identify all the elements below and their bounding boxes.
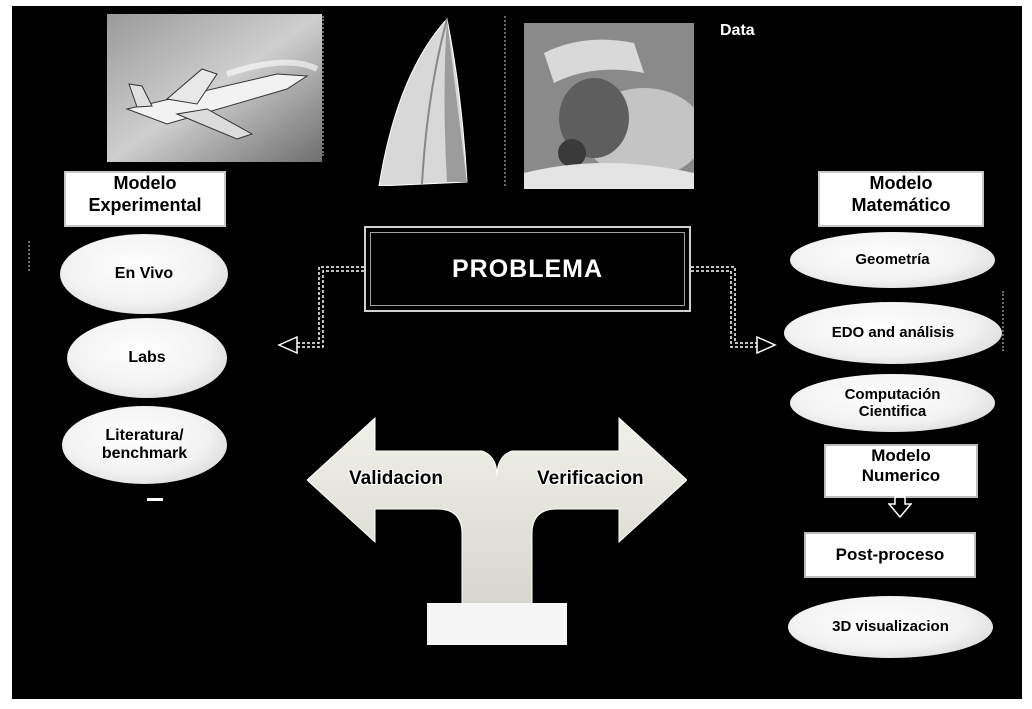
en-vivo-label: En Vivo bbox=[114, 264, 174, 282]
separator bbox=[28, 241, 31, 271]
en-vivo-oval: En Vivo bbox=[60, 234, 228, 314]
literatura-oval: Literatura/ benchmark bbox=[62, 406, 227, 484]
modelo-numerico-box: Modelo Numerico bbox=[824, 444, 978, 498]
modelo-experimental-box: Modelo Experimental bbox=[64, 171, 226, 227]
modelo-matematico-line2: Matemático bbox=[851, 194, 951, 215]
modelo-experimental-line2: Experimental bbox=[88, 194, 202, 215]
medical-image bbox=[524, 23, 694, 189]
literatura-label: Literatura/ bbox=[105, 426, 184, 444]
small-mark bbox=[147, 498, 163, 501]
data-label: Data bbox=[720, 22, 755, 39]
problema-label: PROBLEMA bbox=[370, 232, 685, 306]
down-arrow-icon bbox=[888, 496, 912, 518]
airplane-image bbox=[107, 14, 322, 162]
modelo-numerico-line2: Numerico bbox=[861, 466, 941, 486]
fork-arrow bbox=[307, 416, 687, 645]
sail-image bbox=[367, 14, 482, 186]
slide: Data Modelo Experimental En Vivo Labs Li… bbox=[12, 6, 1022, 699]
post-proceso-box: Post-proceso bbox=[804, 532, 976, 578]
verificacion-label: Verificacion bbox=[537, 468, 644, 489]
geometria-oval: Geometría bbox=[790, 232, 995, 288]
visualizacion-oval: 3D visualizacion bbox=[788, 596, 993, 658]
computacion-oval: Computación Cientifica bbox=[790, 374, 995, 432]
right-connector-arrow bbox=[691, 266, 777, 355]
modelo-numerico-line1: Modelo bbox=[871, 446, 931, 465]
problema-box: PROBLEMA bbox=[364, 226, 691, 312]
post-proceso-label: Post-proceso bbox=[835, 545, 945, 564]
cientifica-label: Cientifica bbox=[858, 403, 927, 420]
computacion-label: Computación bbox=[844, 385, 941, 403]
visualizacion-label: 3D visualizacion bbox=[832, 618, 949, 636]
labs-label: Labs bbox=[128, 348, 166, 366]
validacion-label: Validacion bbox=[349, 468, 443, 489]
separator bbox=[1002, 291, 1005, 351]
edo-oval: EDO and análisis bbox=[784, 302, 1002, 364]
modelo-experimental-line1: Modelo bbox=[113, 173, 177, 193]
modelo-matematico-line1: Modelo bbox=[869, 173, 933, 193]
separator bbox=[504, 16, 507, 186]
benchmark-label: benchmark bbox=[101, 445, 188, 462]
separator bbox=[322, 16, 325, 156]
labs-oval: Labs bbox=[67, 318, 227, 398]
modelo-matematico-box: Modelo Matemático bbox=[818, 171, 984, 227]
edo-label: EDO and análisis bbox=[831, 324, 955, 342]
left-connector-arrow bbox=[277, 266, 364, 355]
geometria-label: Geometría bbox=[855, 251, 930, 269]
